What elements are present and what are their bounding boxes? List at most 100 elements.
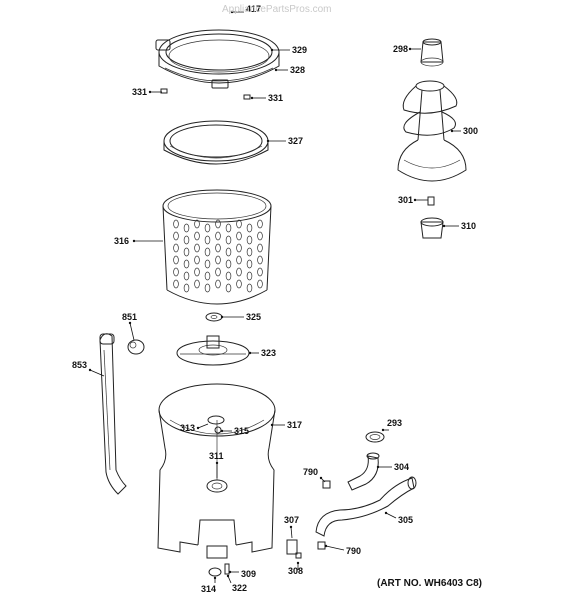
basket-hole [173, 267, 179, 277]
callout-leader-313 [197, 423, 209, 429]
screw-331-left [160, 88, 168, 94]
callout-label-317[interactable]: 317 [287, 420, 302, 430]
callout-label-790b[interactable]: 790 [346, 546, 361, 556]
basket-hole [236, 243, 242, 253]
callout-dot-853 [88, 368, 92, 372]
callout-label-331b[interactable]: 331 [268, 93, 283, 103]
basket-hole [257, 231, 263, 241]
basket-hole [194, 255, 200, 265]
callout-label-310[interactable]: 310 [461, 221, 476, 231]
callout-dot-298 [408, 47, 412, 51]
drain-hose-853-part [99, 333, 127, 495]
callout-label-300[interactable]: 300 [463, 126, 478, 136]
wash-basket-part [162, 189, 272, 305]
callout-dot-293 [381, 428, 385, 432]
callout-label-417[interactable]: 417 [246, 4, 261, 14]
callout-label-851[interactable]: 851 [122, 312, 137, 322]
basket-hole [173, 255, 179, 265]
agitator-cap-298-part [420, 38, 444, 67]
basket-hole [204, 235, 211, 245]
callout-label-316[interactable]: 316 [114, 236, 129, 246]
basket-hole [183, 235, 190, 245]
callout-label-790[interactable]: 790 [303, 467, 318, 477]
callout-label-293[interactable]: 293 [387, 418, 402, 428]
callout-label-323[interactable]: 323 [261, 348, 276, 358]
basket-hole [183, 247, 190, 257]
callout-dot-301 [413, 198, 417, 202]
callout-label-304[interactable]: 304 [394, 462, 409, 472]
clip-790-part [322, 480, 331, 489]
callout-leader-790b [325, 545, 345, 551]
basket-hole [194, 267, 200, 277]
hub-323-part [176, 335, 250, 366]
basket-hole [225, 259, 232, 269]
basket-hole [215, 279, 221, 289]
basket-hole [246, 247, 253, 257]
agitator-300-part [397, 80, 467, 182]
basket-hole [225, 247, 232, 257]
callout-label-329[interactable]: 329 [292, 45, 307, 55]
basket-hole [246, 259, 253, 269]
watermark: AppliancePartsPros.com [222, 4, 332, 15]
basket-hole [236, 279, 242, 289]
callout-label-331[interactable]: 331 [132, 87, 147, 97]
callout-label-325[interactable]: 325 [246, 312, 261, 322]
callout-label-298[interactable]: 298 [393, 44, 408, 54]
callout-dot-305 [384, 511, 388, 515]
screw-331-right [243, 94, 251, 100]
basket-hole [173, 243, 179, 253]
basket-hole [246, 235, 253, 245]
basket-hole [246, 283, 253, 293]
clamp-293-part [365, 431, 385, 443]
callout-dot-331b [250, 96, 254, 100]
callout-dot-313 [196, 426, 200, 430]
callout-leader-851 [129, 322, 135, 341]
callout-dot-310 [442, 224, 446, 228]
callout-dot-314 [213, 576, 217, 580]
basket-hole [257, 267, 263, 277]
callout-dot-329 [270, 48, 274, 52]
callout-leader-853 [89, 369, 105, 377]
callout-dot-327 [266, 139, 270, 143]
callout-dot-331 [148, 90, 152, 94]
screw-322-part [224, 563, 230, 575]
basket-hole [204, 283, 211, 293]
callout-label-853[interactable]: 853 [72, 360, 87, 370]
callout-label-305[interactable]: 305 [398, 515, 413, 525]
callout-label-301[interactable]: 301 [398, 195, 413, 205]
callout-label-314[interactable]: 314 [201, 584, 216, 594]
basket-hole [225, 283, 232, 293]
screw-308-part [295, 552, 302, 559]
basket-hole [183, 271, 190, 281]
callout-dot-307 [289, 525, 293, 529]
basket-hole [215, 255, 221, 265]
nut-851-part [127, 339, 145, 355]
basket-hole [215, 231, 221, 241]
basket-hole [246, 223, 253, 233]
washer-314-part [208, 567, 222, 577]
callout-label-328[interactable]: 328 [290, 65, 305, 75]
bracket-307-part [286, 539, 298, 555]
callout-label-307[interactable]: 307 [284, 515, 299, 525]
basket-hole [194, 243, 200, 253]
basket-hole [215, 219, 221, 229]
basket-hole [183, 223, 190, 233]
callout-label-308[interactable]: 308 [288, 566, 303, 576]
basket-hole [246, 271, 253, 281]
callout-label-327[interactable]: 327 [288, 136, 303, 146]
callout-dot-323 [248, 351, 252, 355]
callout-leader-322 [227, 575, 232, 584]
basket-hole [204, 247, 211, 257]
basket-hole [215, 243, 221, 253]
callout-label-315[interactable]: 315 [234, 426, 249, 436]
basket-hole [173, 231, 179, 241]
callout-label-309[interactable]: 309 [241, 569, 256, 579]
coupler-310-part [420, 217, 444, 239]
callout-label-322[interactable]: 322 [232, 583, 247, 593]
callout-dot-790b [324, 544, 328, 548]
callout-dot-315 [220, 429, 224, 433]
hose-305-part [315, 476, 417, 537]
callout-label-313[interactable]: 313 [180, 423, 195, 433]
callout-label-311[interactable]: 311 [209, 451, 224, 461]
